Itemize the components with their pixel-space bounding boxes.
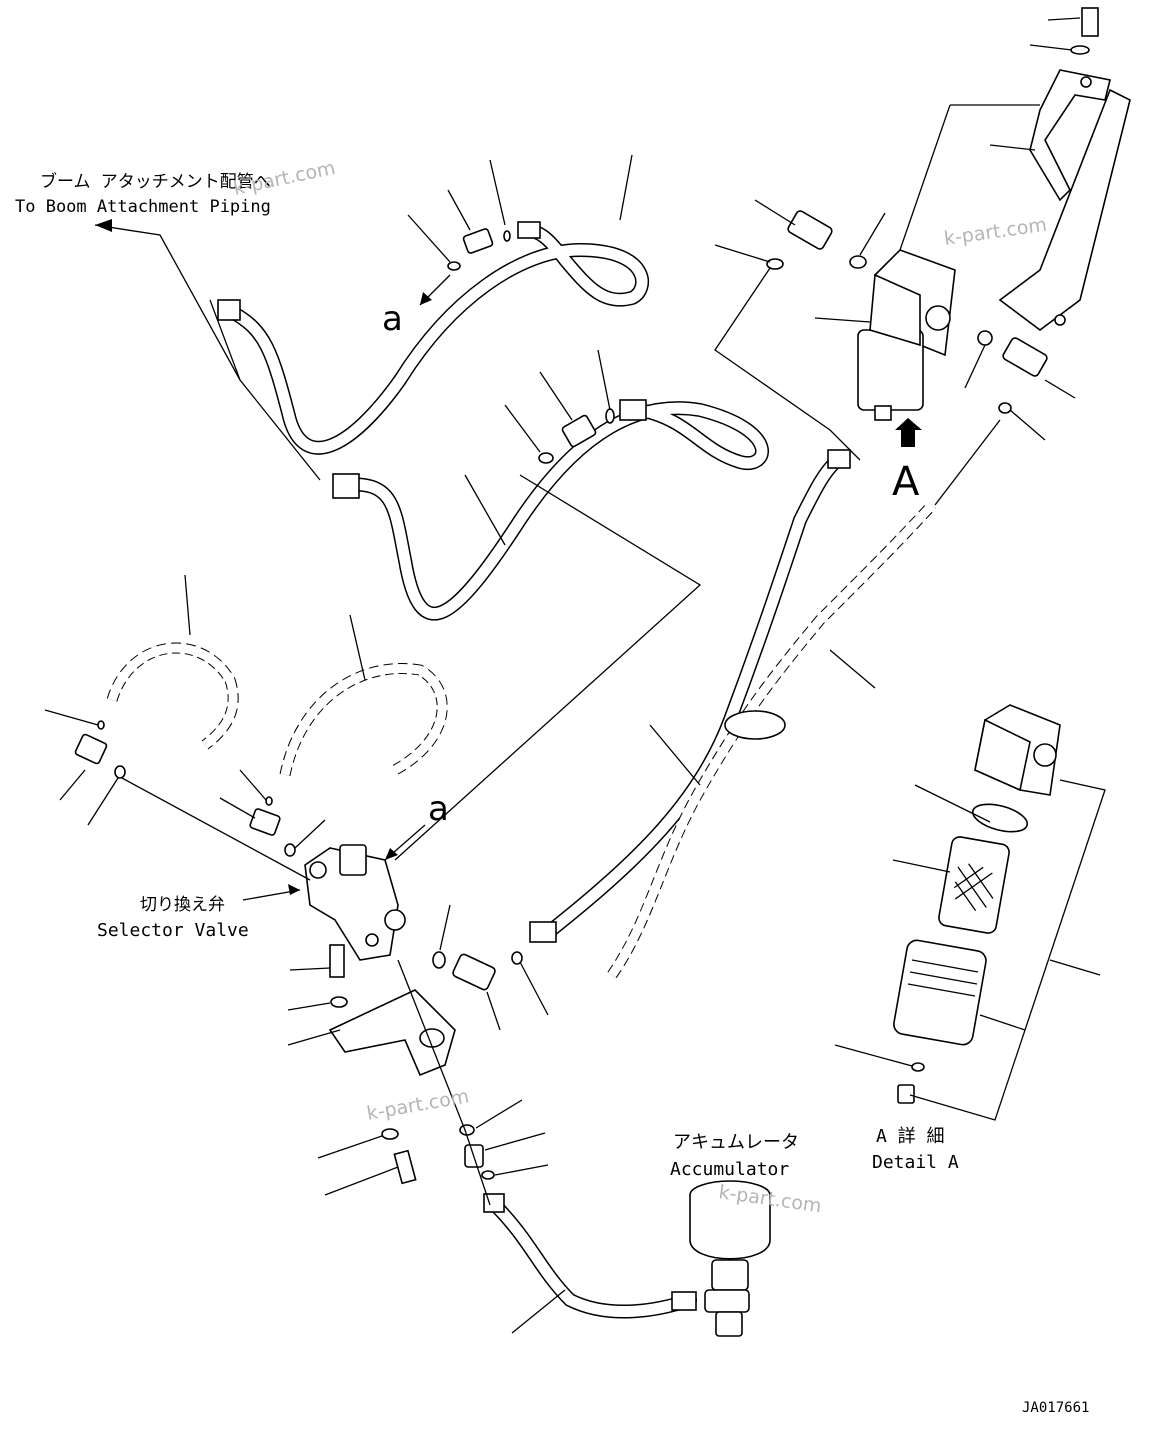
o-ring [481, 1170, 495, 1180]
o-ring [284, 843, 296, 857]
middle-boom-hose [332, 399, 769, 621]
bracket-bolt [1081, 7, 1099, 37]
valve-mount-bracket [328, 989, 456, 1077]
bracket-hole [1080, 76, 1092, 88]
valve-to-filter-hose [529, 449, 851, 943]
detail-a-label-jp: A 詳 細 [876, 1126, 945, 1147]
drawing-number: JA017661 [1022, 1400, 1089, 1416]
hose-fitting [619, 399, 647, 421]
bracket-bolt [393, 1149, 417, 1185]
hose-fitting [529, 921, 557, 943]
o-ring [998, 402, 1012, 414]
accumulator-label-jp: アキュムレータ [673, 1132, 799, 1153]
o-ring [977, 330, 993, 346]
selector-valve [304, 844, 406, 961]
washer [381, 1128, 399, 1140]
elbow-fitting [561, 414, 597, 448]
alternate-return-hose [607, 501, 937, 979]
hose-fitting [332, 473, 360, 499]
filter-element [938, 836, 1010, 934]
accumulator [689, 1180, 771, 1337]
o-ring [511, 951, 523, 965]
washer [1070, 45, 1090, 55]
bracket-hole [1054, 314, 1066, 326]
detail-a-filter-head [974, 704, 1061, 796]
leader-lines [44, 17, 1106, 1334]
hose-clamp [724, 710, 786, 740]
line-filter [857, 249, 956, 421]
filter-inlet-elbow [787, 210, 833, 250]
hose-fitting [483, 1193, 505, 1213]
watermark: k-part.com [365, 1085, 471, 1125]
selector-valve-label-en: Selector Valve [97, 920, 249, 941]
o-ring [432, 951, 446, 969]
o-ring [265, 796, 273, 806]
alternate-left-hose-1 [106, 642, 239, 750]
o-ring [503, 230, 511, 242]
filter-mount-bracket [998, 69, 1131, 331]
selector-valve-label-jp: 切り換え弁 [140, 895, 225, 915]
o-ring [447, 261, 461, 271]
elbow-fitting [74, 733, 108, 765]
watermark: k-part.com [231, 157, 337, 200]
watermark: k-part.com [943, 214, 1049, 250]
reference-a-top: a [382, 299, 403, 339]
upper-boom-hose [217, 221, 650, 455]
boom-piping-label-jp: ブーム アタッチメント配管へ [40, 171, 271, 192]
hose-fitting [671, 1291, 697, 1311]
hose-fitting [217, 299, 241, 321]
alternate-left-hose-2 [279, 663, 448, 777]
drain-plug [897, 1084, 915, 1104]
elbow-fitting [462, 228, 494, 254]
hose-fitting [827, 449, 851, 469]
valve-outlet-elbow [452, 953, 496, 991]
o-ring [605, 408, 615, 424]
washer [330, 996, 348, 1008]
o-ring [911, 1062, 925, 1072]
o-ring [538, 452, 554, 464]
filter-outlet-elbow [1002, 337, 1048, 377]
view-a-label: A [892, 459, 920, 505]
accumulator-hose [483, 1193, 697, 1319]
o-ring [459, 1124, 475, 1136]
elbow-fitting [249, 808, 281, 836]
o-ring [849, 255, 867, 269]
accumulator-label-en: Accumulator [670, 1159, 789, 1180]
boom-piping-label-en: To Boom Attachment Piping [15, 197, 271, 217]
valve-bolt [329, 944, 345, 978]
detail-a-label-en: Detail A [872, 1152, 959, 1173]
filter-bowl [893, 939, 987, 1046]
o-ring [114, 765, 126, 779]
filter-head-o-ring [971, 803, 1029, 833]
o-ring [97, 720, 105, 730]
reference-a-valve: a [428, 789, 449, 829]
o-ring [766, 258, 784, 270]
hose-fitting [517, 221, 541, 239]
